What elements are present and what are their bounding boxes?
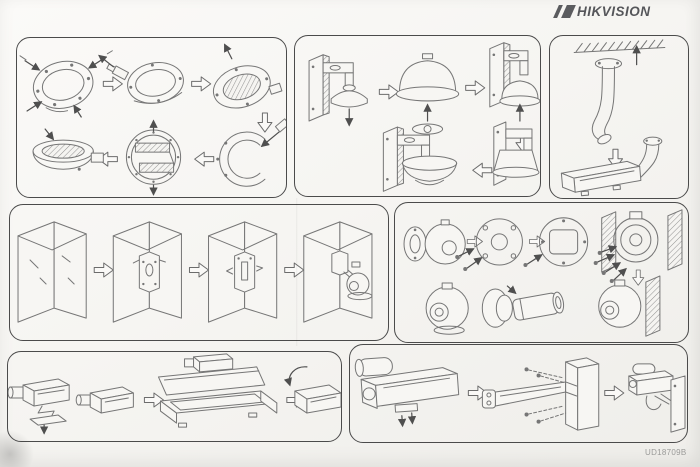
flow-arrow-icon <box>632 269 645 286</box>
flow-arrow-icon <box>472 162 493 178</box>
step-dome-installed <box>382 126 458 192</box>
step-bell-housing <box>492 121 540 186</box>
step-fix-pipe <box>591 44 641 145</box>
step-camera-installed <box>303 221 373 323</box>
flow-arrow-icon <box>191 76 212 92</box>
mounted-turret-camera <box>598 279 642 328</box>
document-number: UD18709B <box>645 448 687 457</box>
logo-text: HIKVISION <box>577 3 651 19</box>
flow-arrow-icon <box>604 385 625 401</box>
round-base-screws <box>593 211 659 284</box>
flow-arrow-icon <box>93 262 114 278</box>
step-attach-adapter <box>395 53 460 135</box>
camera-installed-on-bracket <box>628 363 686 433</box>
ceiling-surface <box>573 39 666 54</box>
step-remove-gland <box>98 54 184 104</box>
box-camera <box>75 386 134 414</box>
ceiling-mount-illustration <box>560 39 666 197</box>
step-close-dome <box>32 128 104 171</box>
bullet-housing-camera <box>354 357 460 428</box>
hikvision-logo: HIKVISION <box>553 3 651 19</box>
plates-cameras-illustration <box>403 209 683 337</box>
step-attach-bracket <box>208 221 278 323</box>
logo-mark-icon <box>561 4 576 18</box>
flow-arrow-icon <box>257 112 273 133</box>
panel-dome-camera-assembly <box>16 37 287 198</box>
closed-housing <box>283 366 341 414</box>
housing-illustration <box>8 353 341 435</box>
flow-arrow-icon <box>378 84 399 100</box>
step-hang-cover <box>489 42 540 122</box>
wall-bracket-arm <box>481 357 600 431</box>
panel-ceiling-pipe-mount <box>549 35 689 199</box>
insert-camera-into-housing <box>157 353 278 428</box>
step-mark-corner <box>17 221 87 323</box>
step-hang-cap <box>308 54 368 127</box>
dome-assembly-illustration <box>19 43 286 196</box>
flow-arrow-icon <box>194 151 215 167</box>
flow-arrow-icon <box>188 262 210 278</box>
corner-mount-illustration <box>17 221 373 323</box>
wall-section <box>667 209 683 271</box>
junction-box-plate <box>523 217 589 267</box>
step-unscrew-ring <box>19 50 113 118</box>
box-camera-on-mount <box>8 378 70 435</box>
camera-base-plate <box>403 219 466 265</box>
flow-arrow-icon <box>466 235 483 248</box>
bullet-bracket-illustration <box>354 357 686 433</box>
pendant-mount-illustration <box>308 42 540 192</box>
flow-arrow-icon <box>465 80 486 96</box>
step-lift-module <box>212 43 283 109</box>
gimbal-bullet-camera <box>481 285 565 328</box>
panel-bullet-wall-bracket <box>349 344 688 443</box>
step-camera-installed <box>560 136 663 197</box>
step-attach-plate <box>112 221 182 323</box>
paper-crease <box>296 198 298 346</box>
panel-corner-mount-sequence <box>9 204 389 341</box>
flow-arrow-icon <box>284 262 305 278</box>
panel-pendant-dome-wall-mount <box>294 35 541 197</box>
step-route-cables <box>125 119 182 196</box>
mounting-plate-screws <box>455 218 523 271</box>
wall-section <box>645 275 661 337</box>
flow-arrow-icon <box>102 76 123 92</box>
panel-box-camera-housing <box>7 351 342 442</box>
step-gasket-ring <box>216 118 286 187</box>
panel-mounting-plates-cameras <box>394 202 689 343</box>
turret-camera <box>425 282 469 335</box>
